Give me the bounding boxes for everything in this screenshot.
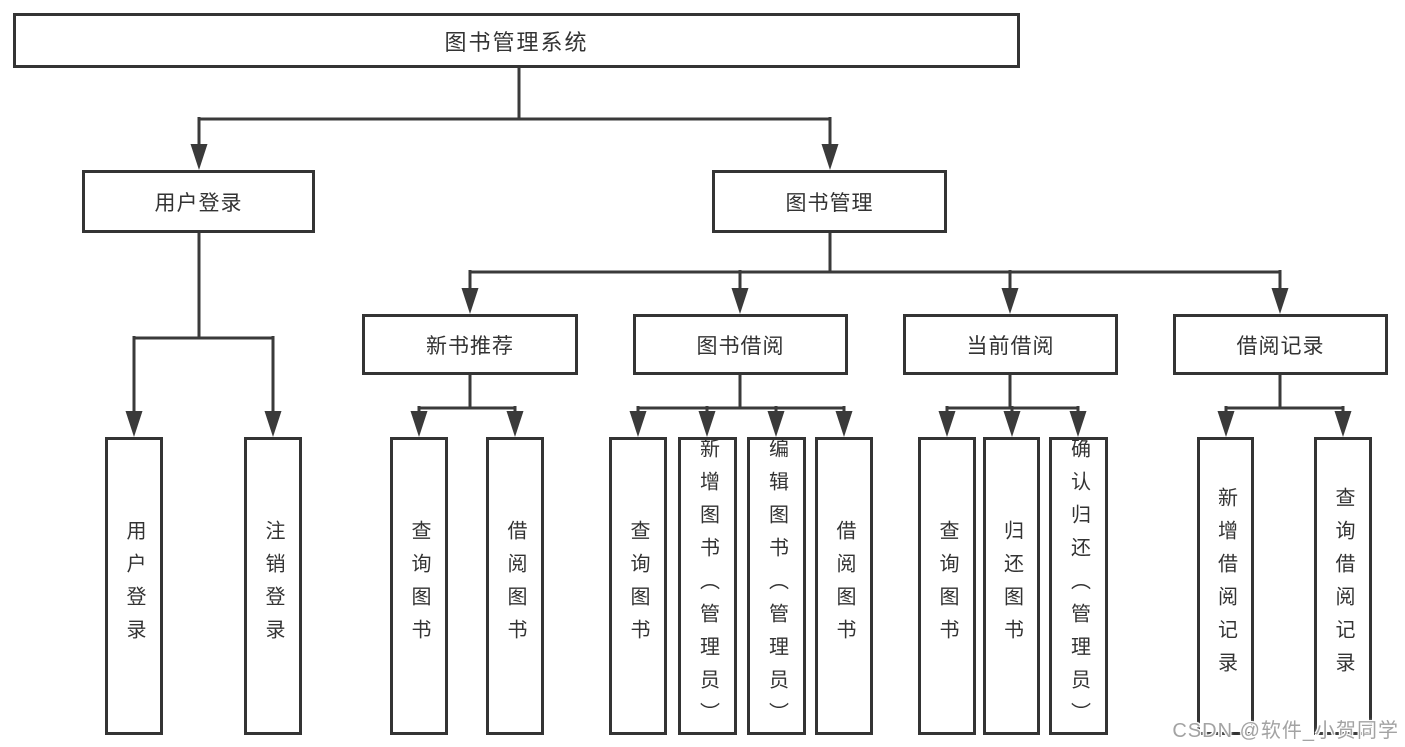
node-leaf-return-book: 归还图书 — [983, 437, 1040, 735]
watermark: CSDN @软件_小贺同学 — [1172, 720, 1399, 742]
node-book-borrowing: 图书借阅 — [633, 314, 848, 375]
node-leaf-query-books-1: 查询图书 — [390, 437, 448, 735]
node-leaf-confirm-return-admin: 确认归还（管理员） — [1049, 437, 1108, 735]
connector-currentborrow-to-leaves — [945, 375, 1080, 414]
connector-newbooks-to-leaves — [417, 375, 517, 414]
connector-bookmgmt-to-level3 — [468, 233, 1282, 291]
node-new-book-recommend: 新书推荐 — [362, 314, 578, 375]
node-root-label: 图书管理系统 — [444, 29, 589, 55]
node-leaf-query-books-2-label: 查询图书 — [627, 520, 649, 652]
node-leaf-add-book-admin-label: 新增图书（管理员） — [696, 437, 719, 735]
node-leaf-add-book-admin: 新增图书（管理员） — [678, 437, 737, 735]
node-book-management: 图书管理 — [712, 170, 947, 233]
connector-bookborrow-to-leaves — [636, 375, 846, 414]
node-leaf-add-borrow-record-label: 新增借阅记录 — [1214, 487, 1237, 685]
node-leaf-user-login: 用户登录 — [105, 437, 163, 735]
node-leaf-borrow-books-2-label: 借阅图书 — [833, 520, 855, 652]
node-user-login: 用户登录 — [82, 170, 315, 233]
node-leaf-query-books-3: 查询图书 — [918, 437, 976, 735]
node-leaf-add-borrow-record: 新增借阅记录 — [1197, 437, 1254, 735]
node-leaf-edit-book-admin-label: 编辑图书（管理员） — [765, 437, 788, 735]
node-user-login-label: 用户登录 — [154, 191, 243, 215]
connector-root-to-level2 — [197, 68, 832, 148]
node-leaf-query-borrow-record-label: 查询借阅记录 — [1332, 487, 1354, 685]
node-current-borrowing: 当前借阅 — [903, 314, 1118, 375]
node-leaf-logout-label: 注销登录 — [262, 520, 284, 652]
connector-userlogin-to-leaves — [132, 233, 275, 414]
node-leaf-query-borrow-record: 查询借阅记录 — [1314, 437, 1372, 735]
node-leaf-confirm-return-admin-label: 确认归还（管理员） — [1067, 437, 1090, 735]
arrowheads — [125, 144, 1352, 437]
node-leaf-user-login-label: 用户登录 — [123, 520, 145, 652]
node-leaf-borrow-books-1-label: 借阅图书 — [504, 520, 526, 652]
node-leaf-return-book-label: 归还图书 — [1000, 520, 1023, 652]
node-current-borrowing-label: 当前借阅 — [966, 334, 1055, 358]
node-book-management-label: 图书管理 — [785, 191, 874, 215]
node-leaf-edit-book-admin: 编辑图书（管理员） — [747, 437, 806, 735]
node-leaf-logout: 注销登录 — [244, 437, 302, 735]
connector-records-to-leaves — [1224, 375, 1345, 414]
node-leaf-query-books-2: 查询图书 — [609, 437, 667, 735]
node-leaf-borrow-books-1: 借阅图书 — [486, 437, 544, 735]
node-leaf-query-books-1-label: 查询图书 — [408, 520, 430, 652]
node-new-book-recommend-label: 新书推荐 — [426, 334, 514, 358]
node-book-borrowing-label: 图书借阅 — [696, 334, 785, 358]
node-borrowing-records-label: 借阅记录 — [1236, 334, 1325, 358]
node-borrowing-records: 借阅记录 — [1173, 314, 1388, 375]
node-root: 图书管理系统 — [13, 13, 1020, 68]
node-leaf-query-books-3-label: 查询图书 — [936, 520, 958, 652]
node-leaf-borrow-books-2: 借阅图书 — [815, 437, 873, 735]
